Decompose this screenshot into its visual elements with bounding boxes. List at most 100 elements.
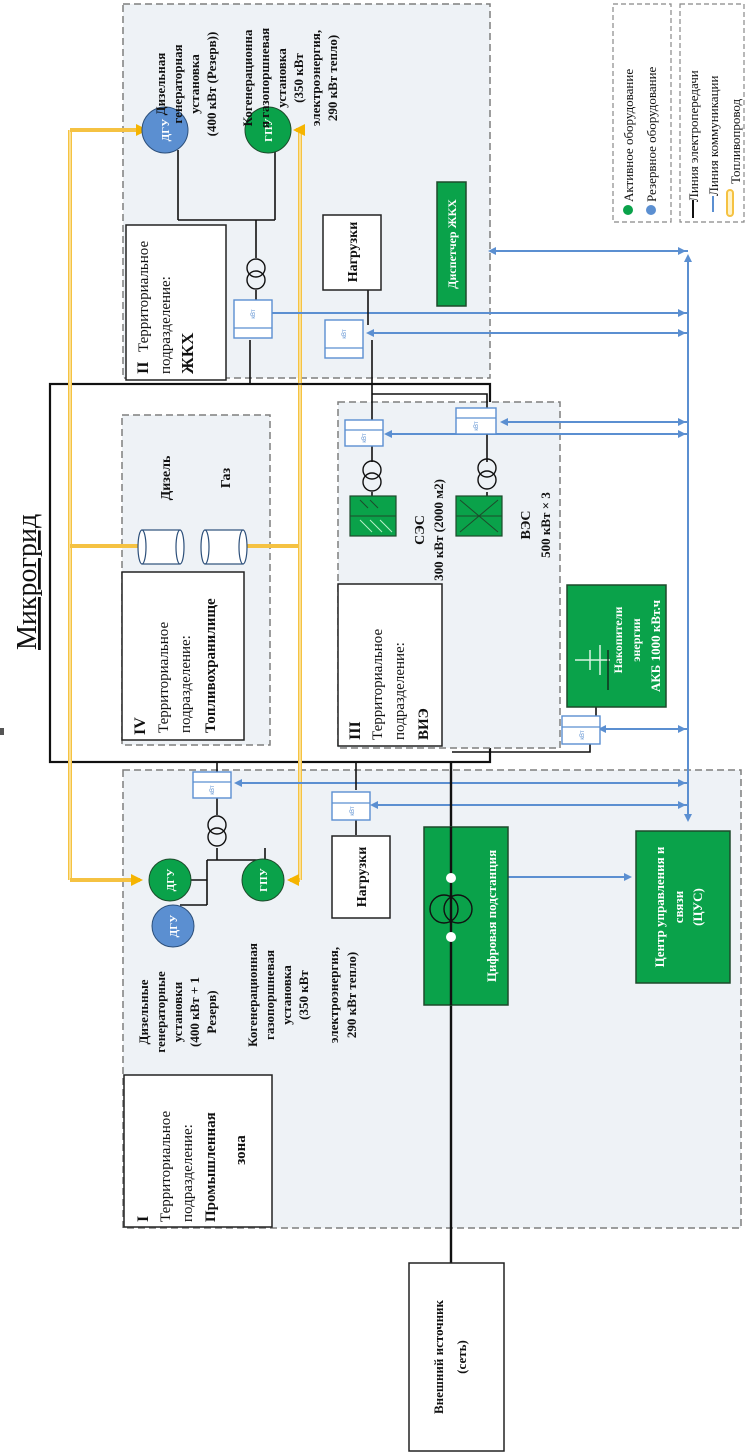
zone3-name: ВИЭ	[416, 708, 432, 740]
svg-text:кВт: кВт	[210, 785, 216, 794]
svg-text:кВт: кВт	[362, 433, 368, 442]
solar-panel-icon	[349, 495, 397, 537]
svg-text:290 кВт тепло): 290 кВт тепло)	[344, 952, 359, 1038]
svg-text:электроэнергия,: электроэнергия,	[308, 30, 323, 126]
legend-active-label: Активное оборудование	[621, 69, 636, 202]
svg-text:я газопоршневая: я газопоршневая	[257, 28, 272, 128]
zone2-gpu-active	[244, 106, 292, 154]
zone2-gpu-label: ГПУ	[263, 118, 275, 142]
legend-fuel-line-label: Топливопровод	[728, 98, 743, 184]
digital-substation-box[interactable]	[423, 826, 509, 1006]
svg-text:Когенерационная: Когенерационная	[245, 943, 260, 1047]
svg-text:кВт: кВт	[350, 806, 356, 815]
svg-text:газопоршневая: газопоршневая	[262, 950, 277, 1040]
legend-power-line-label: Линия электропередачи	[686, 70, 701, 202]
svg-text:электроэнергия,: электроэнергия,	[326, 947, 341, 1043]
zone3-meter-wind[interactable]: кВт	[455, 407, 497, 435]
svg-text:установка: установка	[187, 54, 202, 114]
energy-storage-box[interactable]	[566, 584, 667, 708]
zone1-load-box	[331, 835, 391, 919]
zone2-meter-1[interactable]: кВт	[233, 299, 273, 339]
page-title: Микрогрид	[12, 514, 43, 650]
zone2-meter-2[interactable]: кВт	[324, 319, 364, 359]
digital-substation-label: Цифровая подстанция	[484, 850, 499, 982]
zone1-name-line1: Промышленная	[203, 1112, 219, 1222]
zone3-label-line1: Территориальное	[370, 629, 386, 740]
zone2-dgu-label: ДГУ	[160, 119, 172, 142]
zone3-label-box	[337, 583, 443, 747]
zone1-meter-1[interactable]: кВт	[192, 771, 232, 799]
zone1-meter-2[interactable]: кВт	[331, 791, 371, 821]
control-center-box[interactable]	[635, 830, 731, 984]
diesel-tank-icon	[137, 529, 185, 565]
zone1-label-line2: подразделение:	[180, 1124, 196, 1222]
zone1-transformer-icon	[207, 815, 227, 847]
zone1-label-box	[123, 1074, 273, 1228]
storage-meter[interactable]: кВт	[561, 715, 601, 745]
control-center-label-3: (ЦУС)	[690, 888, 705, 926]
fuel-line-legend-icon	[726, 189, 734, 217]
energy-storage-label-2: энергии	[629, 618, 643, 661]
wind-name: ВЭС	[519, 511, 534, 540]
zone2-label-line2: подразделение:	[158, 276, 174, 374]
gas-tank-label: Газ	[219, 467, 234, 488]
svg-text:кВт: кВт	[251, 309, 257, 318]
svg-text:Дизельные: Дизельные	[136, 979, 151, 1044]
zone4-label-line2: подразделение:	[178, 635, 194, 733]
title-marker	[0, 728, 4, 735]
svg-text:кВт: кВт	[474, 421, 480, 430]
svg-text:установки: установки	[170, 981, 185, 1042]
zone4-label-box	[121, 571, 245, 741]
svg-text:(400 кВт (Резерв)): (400 кВт (Резерв))	[204, 32, 219, 137]
control-center-label-1: Центр управления и	[652, 846, 667, 967]
zone3-meter-solar[interactable]: кВт	[344, 419, 384, 447]
control-center-label-2: связи	[671, 890, 686, 923]
svg-text:Когенерационна: Когенерационна	[240, 29, 255, 126]
svg-text:генераторная: генераторная	[170, 44, 185, 123]
zone2-dispatcher-label: Диспетчер ЖКХ	[445, 199, 459, 289]
zone2-dgu-description: Дизельная генераторная установка (400 кВ…	[153, 32, 219, 137]
zone2-load-box	[322, 214, 382, 291]
wind-turbine-icon	[455, 495, 503, 537]
zone1-dgu-description: Дизельные генераторные установки (400 кВ…	[136, 971, 219, 1053]
external-source-label-1: Внешний источник	[431, 1299, 446, 1414]
zone2-load-label: Нагрузки	[346, 222, 361, 283]
svg-text:генераторные: генераторные	[153, 971, 168, 1053]
svg-text:Резерв): Резерв)	[204, 990, 219, 1033]
energy-storage-label-1: Накопители	[611, 607, 625, 674]
zone2-numeral: II	[135, 362, 152, 374]
solar-desc: 300 кВт (2000 м2)	[431, 479, 446, 581]
legend-reserve-label: Резервное оборудование	[644, 66, 659, 202]
zone2-dispatcher-box[interactable]	[436, 181, 467, 307]
zone4-name: Топливохранилище	[203, 598, 219, 733]
zone1-gpu-description: Когенерационная газопоршневая установка …	[245, 943, 359, 1047]
zone4-label-line1: Территориальное	[156, 622, 172, 733]
zone3-numeral: III	[347, 721, 364, 740]
zone1-load-label: Нагрузки	[355, 847, 370, 908]
zone1-gpu-active	[241, 858, 285, 902]
zone3-transformer-wind-icon	[477, 458, 497, 490]
wind-desc: 500 кВт × 3	[538, 492, 553, 558]
battery-icon	[575, 645, 610, 690]
zone1-label-line1: Территориальное	[158, 1111, 174, 1222]
communication-lines	[234, 247, 692, 881]
legend-comm-line-label: Линия коммуникации	[706, 76, 721, 196]
external-source-box	[408, 1262, 505, 1452]
zone2-name: ЖКХ	[178, 332, 197, 374]
zone1-gpu-label: ГПУ	[258, 868, 270, 892]
legend-lines-box	[679, 3, 745, 223]
zone3-label-line2: подразделение:	[392, 642, 408, 740]
fuel-pipelines	[68, 124, 305, 886]
zone3-transformer-solar-icon	[362, 460, 382, 492]
svg-text:(400 кВт + 1: (400 кВт + 1	[187, 977, 202, 1047]
diesel-tank-label: Дизель	[159, 455, 174, 500]
energy-storage-label-3: АКБ 1000 кВт.ч	[648, 600, 663, 692]
substation-transformer-icon	[429, 873, 473, 942]
solar-name: СЭС	[413, 515, 428, 545]
zone2-label-box	[125, 224, 227, 381]
reserve-equipment-icon	[646, 205, 656, 215]
zone4-numeral: IV	[132, 717, 149, 735]
svg-text:кВт: кВт	[342, 329, 348, 338]
zone1-dgu-reserve-label: ДГУ	[168, 915, 180, 938]
external-source-label-2: (сеть)	[454, 1340, 469, 1374]
